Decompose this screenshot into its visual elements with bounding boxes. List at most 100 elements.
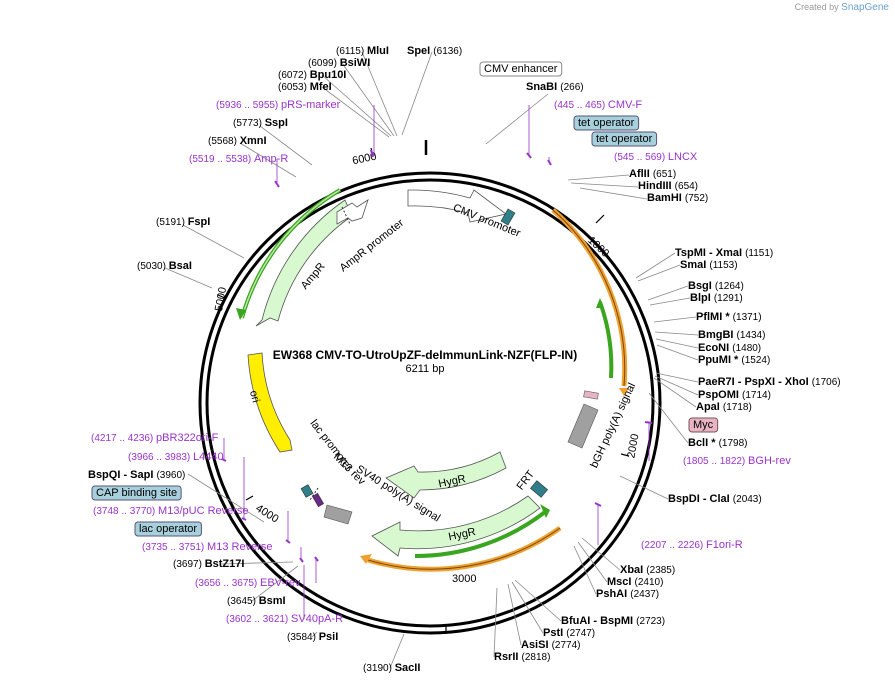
enzyme-label-17: PflMI * (1371) — [696, 311, 762, 323]
enzyme-label-26: XbaI (2385) — [620, 564, 675, 576]
tick-label-6000: 6000 — [351, 151, 377, 168]
enzyme-label-28: PshAI (2437) — [596, 588, 659, 600]
myc-box: Myc — [688, 417, 719, 433]
primer-marks — [221, 149, 653, 563]
primer-label-5: (2207 .. 2226) F1ori-R — [641, 539, 743, 551]
ori-feature — [247, 352, 293, 453]
lac-operator-shape — [300, 484, 314, 498]
enzyme-label-23: ApaI (1718) — [696, 401, 752, 413]
orange-arc-right-head — [619, 388, 629, 396]
lac-promoter-label: lac promoter — [308, 418, 355, 474]
primer-label-11: (3602 .. 3621) SV40pA-R — [226, 613, 343, 625]
enzyme-label-3: (6053) MfeI — [278, 81, 332, 93]
snapgene-credit: Created by SnapGene — [795, 2, 889, 13]
enzyme-label-34: (3584) PsiI — [287, 631, 338, 643]
hygr-arrow-1 — [385, 451, 507, 499]
enzyme-label-12: BamHI (752) — [647, 192, 708, 204]
ampr-promoter-dashes — [341, 206, 351, 225]
primer-label-7: (3966 .. 3983) L4440 — [128, 451, 224, 463]
enzyme-label-6: (5773) SspI — [233, 117, 288, 129]
myc-label: Myc — [693, 419, 714, 431]
tet-operator-shape — [500, 208, 516, 226]
lac-operator-label: lac operator — [139, 523, 197, 535]
enzyme-label-25: BspDI - ClaI (2043) — [668, 493, 762, 505]
enzyme-label-18: BmgBI (1434) — [698, 329, 765, 341]
enzyme-label-31: AsiSI (2774) — [521, 639, 580, 651]
enzyme-label-8: (5191) FspI — [156, 216, 210, 228]
enzyme-label-36: (3697) BstZ17I — [173, 558, 244, 570]
enzyme-label-0: (6115) MluI — [336, 45, 389, 57]
enzyme-label-16: BlpI (1291) — [690, 292, 743, 304]
cap-binding-box: CAP binding site — [91, 485, 182, 501]
hygr-label-2: HygR — [447, 526, 476, 543]
cmv-enhancer-label: CMV enhancer — [484, 63, 558, 75]
primer-label-10: (3656 .. 3675) EBV-rev — [195, 577, 301, 589]
enzyme-label-37: BspQI - SapI (3960) — [88, 469, 185, 481]
enzyme-label-15: BsgI (1264) — [688, 280, 744, 292]
enzyme-label-19: EcoNI (1480) — [698, 342, 761, 354]
enzyme-label-5: SnaBI (266) — [526, 81, 584, 93]
ampr-green-arrowhead — [236, 308, 246, 320]
enzyme-label-2: (6072) Bpu10I — [278, 69, 346, 81]
plasmid-backbone — [198, 171, 662, 635]
lac-operator-box: lac operator — [134, 521, 202, 537]
primer-label-1: (5519 .. 5538) Amp-R — [189, 153, 288, 165]
label-leader-lines — [164, 51, 699, 669]
enzyme-label-11: HindIII (654) — [638, 180, 698, 192]
orange-arc-bottom-edge — [367, 527, 561, 570]
green-arc-bottom-head — [540, 504, 550, 518]
primer-label-8: (3748 .. 3770) M13/pUC Reverse — [93, 505, 249, 517]
primer-label-3: (545 .. 569) LNCX — [614, 151, 698, 163]
sv40-polya-shape — [323, 504, 353, 525]
myc-shape — [583, 390, 599, 400]
green-arc-right — [598, 301, 614, 379]
enzyme-label-7: (5568) XmnI — [208, 135, 267, 147]
enzyme-label-24: BclI * (1798) — [688, 437, 747, 449]
tet-operator-box-2: tet operator — [591, 131, 658, 147]
plasmid-length: 6211 bp — [406, 363, 445, 375]
enzyme-label-20: PpuMI * (1524) — [698, 354, 770, 366]
enzyme-label-32: RsrII (2818) — [494, 651, 550, 663]
tick-label-5000: 5000 — [213, 286, 229, 312]
enzyme-label-33: (3190) SacII — [363, 662, 420, 674]
bgh-polya-shape — [567, 403, 599, 449]
ori-label: ori — [247, 389, 262, 404]
cmv-enhancer-box: CMV enhancer — [479, 61, 563, 77]
enzyme-label-30: PstI (2747) — [543, 627, 595, 639]
green-arc-bottom — [414, 510, 547, 559]
ampr-feature-arrow — [255, 199, 353, 327]
ampr-promoter-label: AmpR promoter — [338, 217, 407, 274]
primer-label-0: (5936 .. 5955) pRS-marker — [216, 99, 341, 111]
tick-label-3000: 3000 — [452, 573, 476, 585]
credit-prefix: Created by — [794, 2, 839, 12]
snapgene-logo: SnapGene — [841, 2, 889, 13]
cmv-promoter-arrow — [407, 189, 507, 223]
tet-operator-box-1: tet operator — [573, 115, 640, 131]
primer-label-9: (3735 .. 3751) M13 Reverse — [142, 541, 272, 553]
enzyme-label-9: (5030) BsaI — [137, 260, 192, 272]
lac-promoter-dashes — [309, 487, 319, 501]
enzyme-label-27: MscI (2410) — [607, 576, 663, 588]
hygr-label-1: HygR — [437, 473, 466, 490]
ampr-promoter-arrow — [336, 199, 369, 225]
enzyme-label-22: PspOMI (1714) — [698, 389, 771, 401]
enzyme-labels: (6115) MluI(6099) BsiWI(6072) Bpu10I(605… — [88, 45, 841, 674]
enzyme-label-29: BfuAI - BspMI (2723) — [561, 615, 665, 627]
enzyme-label-13: TspMI - XmaI (1151) — [675, 247, 773, 259]
primer-label-4: (1805 .. 1822) BGH-rev — [683, 455, 791, 467]
plasmid-name: EW368 CMV-TO-UtroUpZF-deImmunLink-NZF(FL… — [273, 348, 577, 362]
enzyme-label-14: SmaI (1153) — [680, 259, 738, 271]
orange-arc-bottom-head — [360, 554, 372, 564]
cap-binding-shape — [311, 492, 325, 508]
primer-labels: (5936 .. 5955) pRS-marker (5519 .. 5538) … — [91, 99, 791, 625]
ampr-green-arc-highlight — [241, 189, 341, 319]
enzyme-label-1: (6099) BsiWI — [308, 57, 370, 69]
tick-marks — [217, 140, 630, 634]
cap-binding-label: CAP binding site — [96, 487, 177, 499]
boxed-labels: CMV enhancer tet operator tet operator M… — [91, 61, 719, 537]
enzyme-label-4: SpeI (6136) — [407, 45, 462, 57]
orange-arc-right-edge — [552, 209, 626, 387]
frt-shape — [530, 480, 548, 498]
tet-operator-label-1: tet operator — [578, 117, 635, 129]
